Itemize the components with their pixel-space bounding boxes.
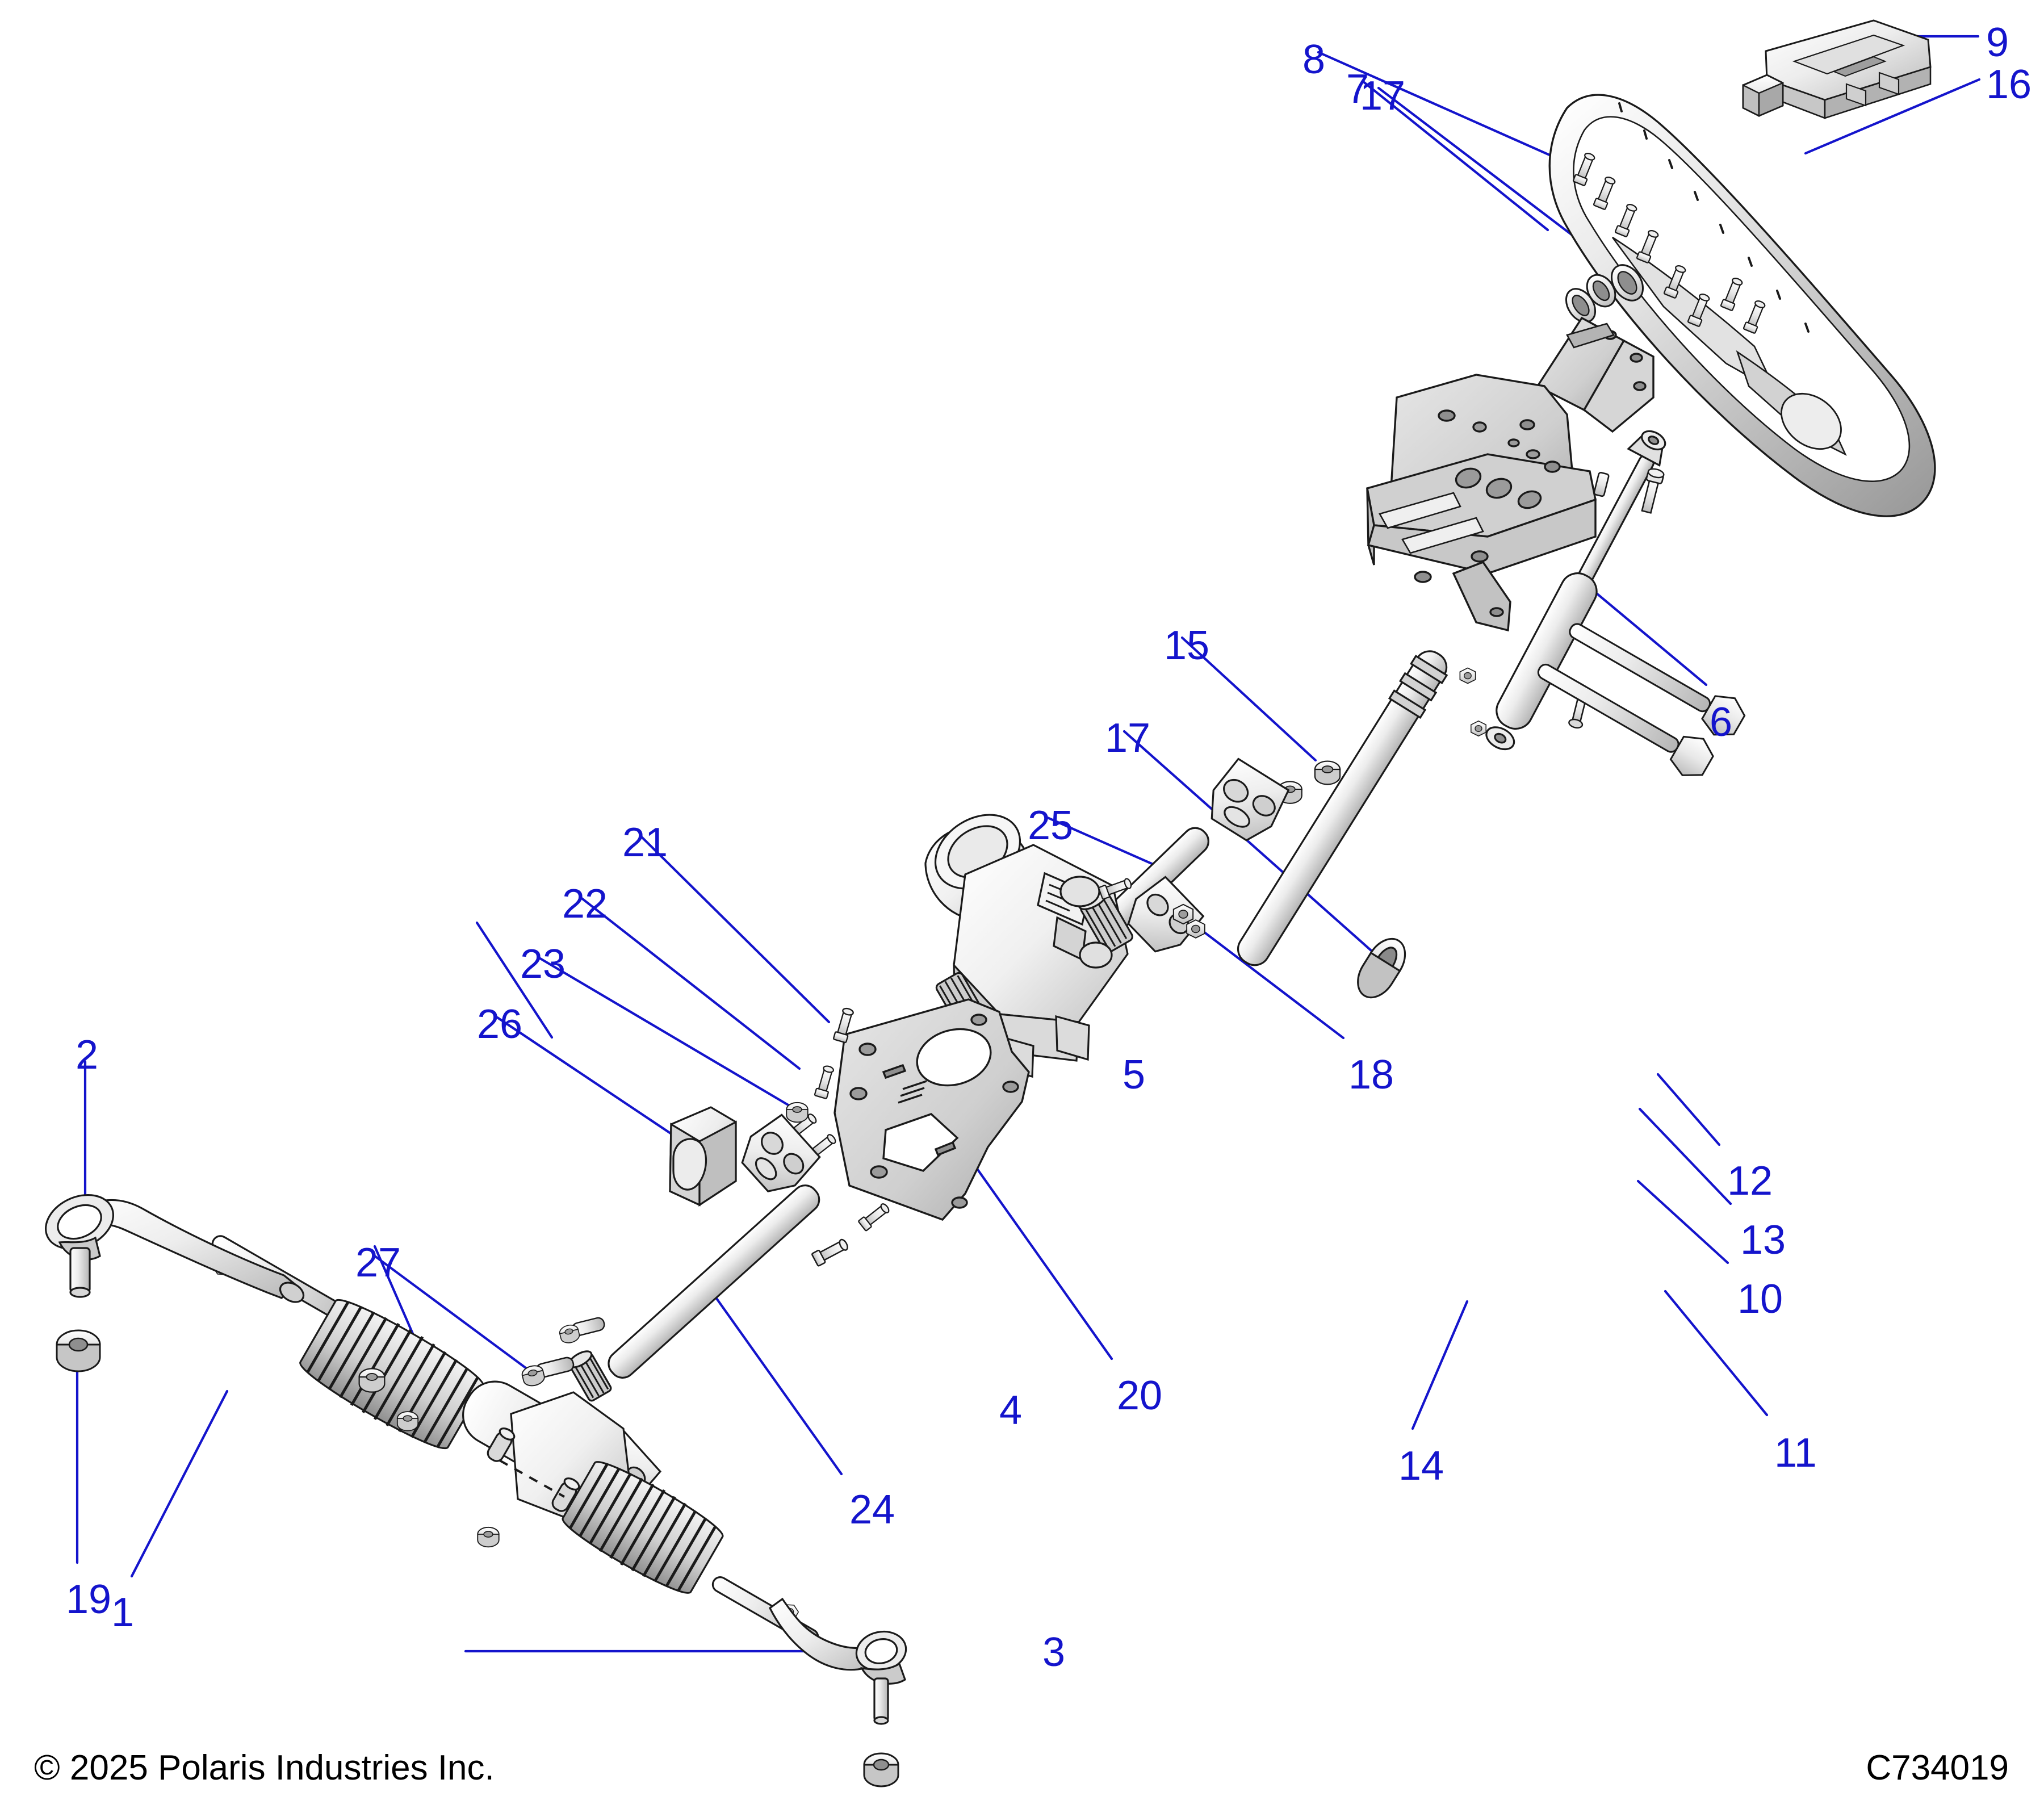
callout-23[interactable]: 23: [520, 941, 566, 987]
callout-7[interactable]: 7: [1346, 66, 1369, 112]
callout-1[interactable]: 1: [111, 1590, 135, 1635]
callout-14[interactable]: 14: [1398, 1443, 1444, 1489]
rack-mount-hardware: [358, 1317, 605, 1548]
callout-9[interactable]: 9: [1986, 20, 2009, 65]
callout-4[interactable]: 4: [999, 1388, 1023, 1433]
callout-17-column[interactable]: 17: [1105, 715, 1151, 761]
column-bearings-upper: [1565, 264, 1644, 323]
callout-19[interactable]: 19: [66, 1577, 112, 1622]
callout-25[interactable]: 25: [1028, 803, 1074, 848]
callout-12[interactable]: 12: [1727, 1158, 1773, 1204]
callout-15-upper[interactable]: 15: [1164, 623, 1210, 668]
copyright-notice: © 2025 Polaris Industries Inc.: [34, 1748, 495, 1787]
callout-17-upper[interactable]: 17: [1360, 73, 1406, 119]
callout-27[interactable]: 27: [355, 1240, 401, 1286]
callout-10[interactable]: 10: [1737, 1276, 1783, 1322]
callout-16[interactable]: 16: [1986, 62, 2032, 107]
callout-24[interactable]: 24: [849, 1487, 895, 1533]
steering-column-bracket: [1366, 316, 1655, 632]
callout-21[interactable]: 21: [622, 820, 668, 865]
clip-retainer-part: [1742, 74, 1784, 117]
callout-18[interactable]: 18: [1348, 1052, 1394, 1098]
tie-rod-end-right-part: [768, 1597, 907, 1787]
horn-pad-cover-part: [1765, 19, 1932, 119]
callout-6[interactable]: 6: [1710, 700, 1733, 745]
callout-13[interactable]: 13: [1740, 1217, 1786, 1263]
callout-20[interactable]: 20: [1117, 1373, 1163, 1418]
long-hex-flange-bolts: [1537, 623, 1746, 776]
callout-3[interactable]: 3: [1042, 1630, 1066, 1675]
steering-rack-gearbox-part: [210, 1235, 819, 1646]
callout-26[interactable]: 26: [477, 1002, 523, 1047]
drawing-number: C734019: [1866, 1748, 2009, 1787]
rubber-boot-seal-part: [669, 1106, 737, 1207]
callout-5[interactable]: 5: [1122, 1052, 1146, 1098]
mounting-bracket-plate-part: [833, 998, 1030, 1221]
callout-8[interactable]: 8: [1302, 37, 1326, 82]
leader-lines: [76, 35, 1981, 1653]
callout-2[interactable]: 2: [76, 1032, 99, 1078]
gas-spring-strut-part: [1485, 430, 1666, 751]
callout-22[interactable]: 22: [562, 881, 608, 927]
castle-nut-left: [56, 1329, 101, 1372]
tie-rod-end-left-part: [45, 1194, 305, 1303]
callout-11[interactable]: 11: [1774, 1430, 1817, 1476]
